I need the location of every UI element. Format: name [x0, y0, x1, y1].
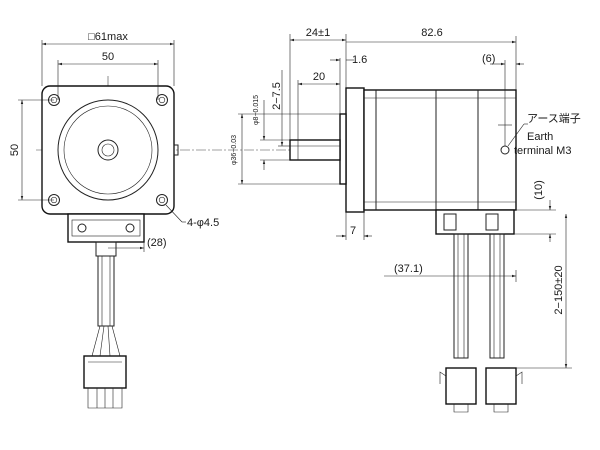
shaft-circle — [97, 139, 119, 161]
flange-max-label: □61max — [88, 31, 128, 43]
shaft-flat — [101, 143, 115, 157]
front-connector — [83, 355, 127, 389]
flange-thickness-label: 7 — [350, 225, 356, 237]
motor-body — [363, 89, 517, 211]
hole-pitch-h-label: 50 — [102, 51, 114, 63]
pilot-depth-label: 1.6 — [352, 54, 367, 66]
motor-shaft — [289, 139, 341, 161]
front-view: □61max 50 50 4-φ4.5 (28) — [9, 31, 348, 409]
side-view: 24±1 82.6 1.6 (6) 20 2−7.5 φ8−0.015 — [231, 27, 581, 413]
boss-outer — [57, 99, 159, 201]
terminal-offset-label: (6) — [482, 53, 495, 65]
shaft-dia-label: φ8−0.015 — [253, 95, 260, 125]
side-connector-2 — [485, 367, 517, 405]
hole-pitch-v-label: 50 — [9, 144, 21, 156]
motor-flange — [41, 85, 175, 215]
connector-offset-label: (37.1) — [394, 263, 423, 275]
flat-offset-label: 2−7.5 — [271, 82, 283, 110]
pilot-dia-label: φ36−0.03 — [231, 135, 238, 165]
pilot-boss — [339, 113, 347, 185]
cable-offset-label: (28) — [147, 237, 167, 249]
side-lead-2 — [489, 233, 505, 359]
lead-length-label: 2−150±20 — [553, 265, 565, 314]
connector-height-label: (10) — [533, 180, 545, 200]
side-connector-1 — [445, 367, 477, 405]
cable-strain-relief — [95, 241, 117, 257]
body-length-label: 82.6 — [421, 27, 442, 39]
flat-length-label: 20 — [313, 71, 325, 83]
earth-label-jp: アース端子 — [527, 112, 581, 125]
lead-cable — [97, 255, 115, 327]
earth-label-en: Earth — [527, 131, 553, 143]
side-flange — [345, 87, 365, 213]
side-lead-1 — [453, 233, 469, 359]
earth-label-screw: terminal M3 — [514, 145, 571, 157]
shaft-projection-label: 24±1 — [306, 27, 330, 39]
side-screw — [173, 144, 179, 156]
cable-housing — [67, 213, 145, 243]
mount-hole-label: 4-φ4.5 — [187, 217, 219, 229]
boss-inner — [63, 105, 153, 195]
